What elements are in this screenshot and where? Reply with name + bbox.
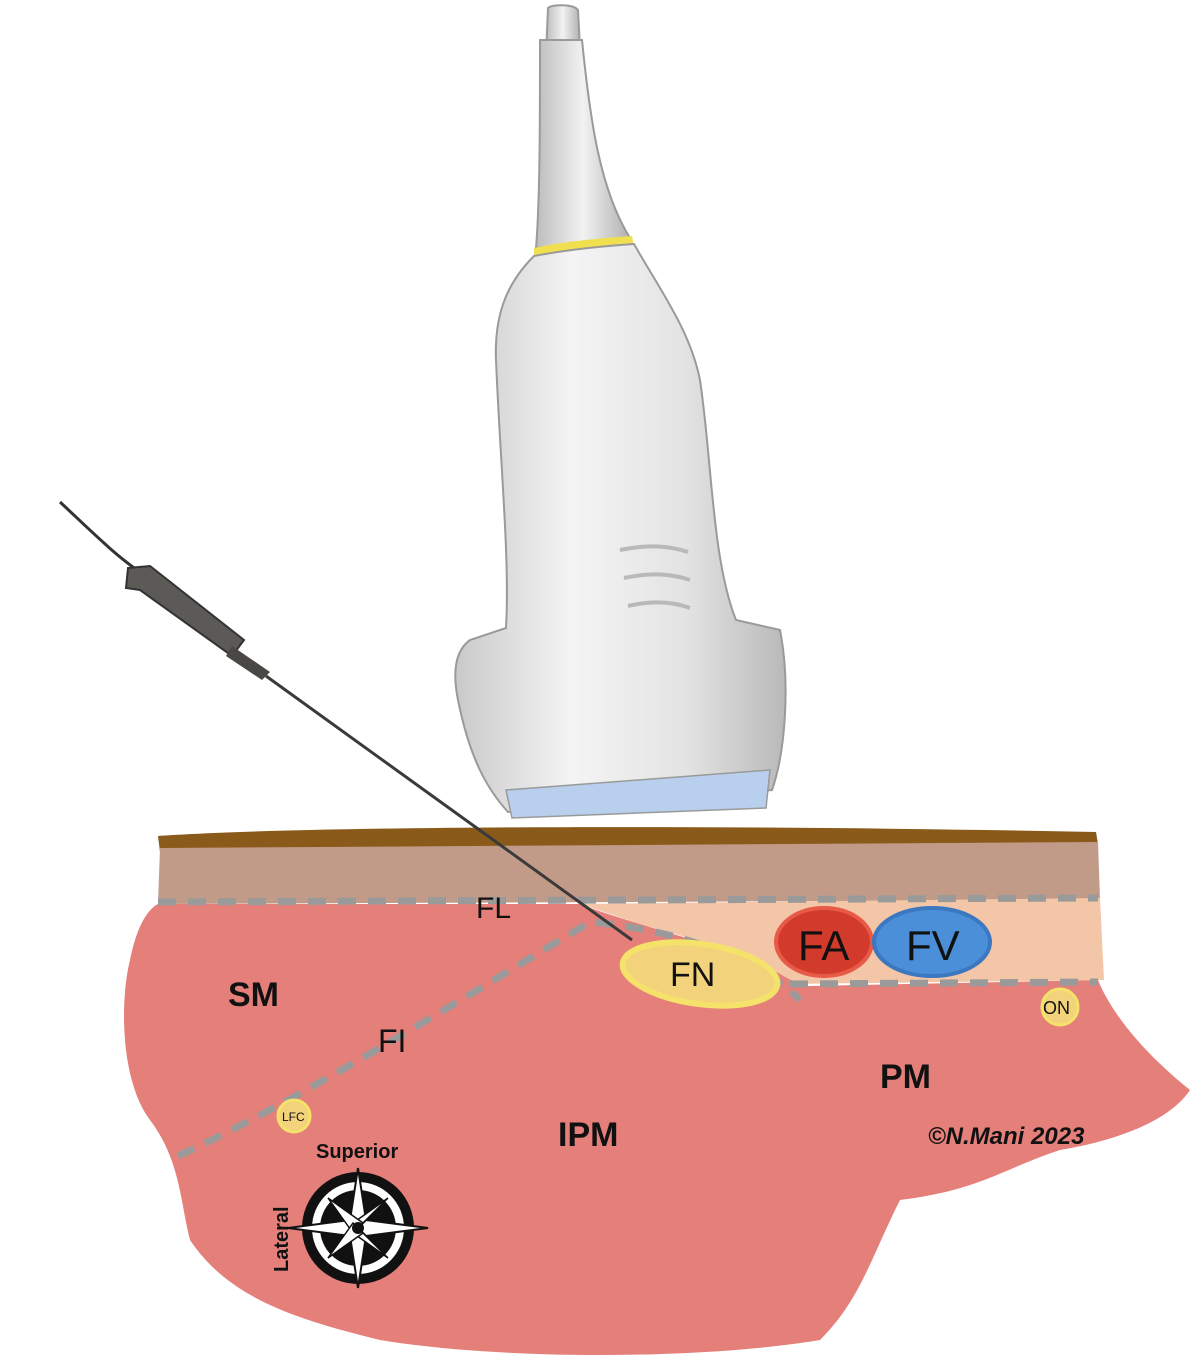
needle-shaft [265,674,633,942]
compass-rose [287,1167,429,1289]
label-pectineus-muscle: PM [880,1058,931,1096]
label-compass-superior: Superior [316,1141,398,1163]
block-needle [58,500,633,942]
needle-hub [124,564,246,658]
label-sartorius-muscle: SM [228,976,279,1014]
label-femoral-artery: FA [798,922,849,969]
lateral-femoral-cutaneous-nerve [276,1098,312,1134]
label-femoral-vein: FV [906,922,960,969]
needle-wire [58,500,141,574]
probe-neck [534,39,632,250]
probe-face [505,769,771,819]
probe-grip-ridge [619,544,689,554]
label-femoral-nerve: FN [670,956,715,994]
obturator-nerve [1040,987,1080,1027]
fascia-lata-line [157,894,1099,906]
probe-grip-ridge [623,572,691,582]
label-fascia-lata: FL [476,892,511,925]
label-compass-lateral: Lateral [271,1206,293,1272]
fascia-deep-line [789,978,1099,988]
copyright-text: ©N.Mani 2023 [928,1123,1085,1150]
subcutaneous-layer [158,842,1100,904]
probe-grip-ridge [627,600,691,610]
ultrasound-probe [454,4,787,819]
femoral-nerve [619,939,781,1009]
probe-handle [454,242,787,814]
needle-hub-tip [226,646,270,680]
vessels [774,906,992,978]
label-obturator-nerve: ON [1043,998,1070,1018]
label-fascia-iliaca: FI [378,1023,406,1059]
label-lfc: LFC [282,1110,305,1124]
femoral-vein [872,906,992,978]
label-iliopsoas-muscle: IPM [558,1116,618,1154]
